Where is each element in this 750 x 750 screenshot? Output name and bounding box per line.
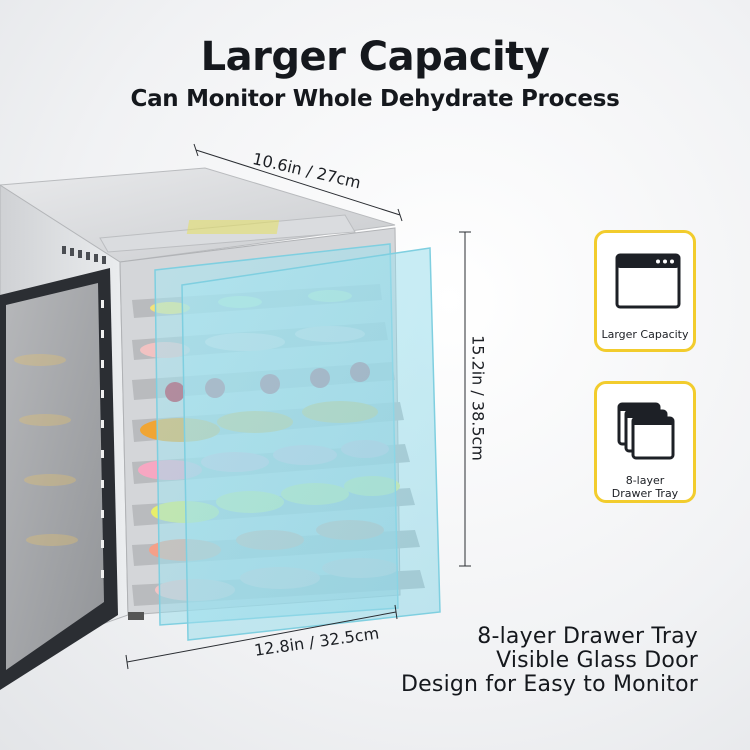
height-dimension-label: 15.2in / 38.5cm bbox=[468, 335, 488, 461]
feature-label-line: Drawer Tray bbox=[611, 487, 679, 500]
tagline-line: 8-layer Drawer Tray bbox=[477, 624, 698, 649]
page-subtitle: Can Monitor Whole Dehydrate Process bbox=[130, 86, 620, 112]
feature-card-larger-capacity: Larger Capacity bbox=[594, 230, 696, 352]
dehydrator-top-panel bbox=[0, 167, 396, 263]
feature-label: 8-layer Drawer Tray bbox=[597, 474, 693, 500]
feature-label: Larger Capacity bbox=[601, 328, 689, 341]
front-glass-panes bbox=[154, 243, 441, 641]
tagline-line: Design for Easy to Monitor bbox=[401, 672, 698, 697]
feature-card-drawer-tray: 8-layer Drawer Tray bbox=[594, 381, 696, 503]
dimension-lines bbox=[125, 143, 471, 670]
tagline-line: Visible Glass Door bbox=[496, 648, 698, 673]
glass-door bbox=[0, 268, 118, 690]
feature-label-line: 8-layer bbox=[625, 474, 665, 487]
stacked-trays-icon bbox=[617, 402, 675, 460]
tagline: 8-layer Drawer Tray Visible Glass Door D… bbox=[401, 625, 698, 697]
window-icon bbox=[615, 253, 681, 309]
page-title: Larger Capacity bbox=[200, 34, 550, 80]
